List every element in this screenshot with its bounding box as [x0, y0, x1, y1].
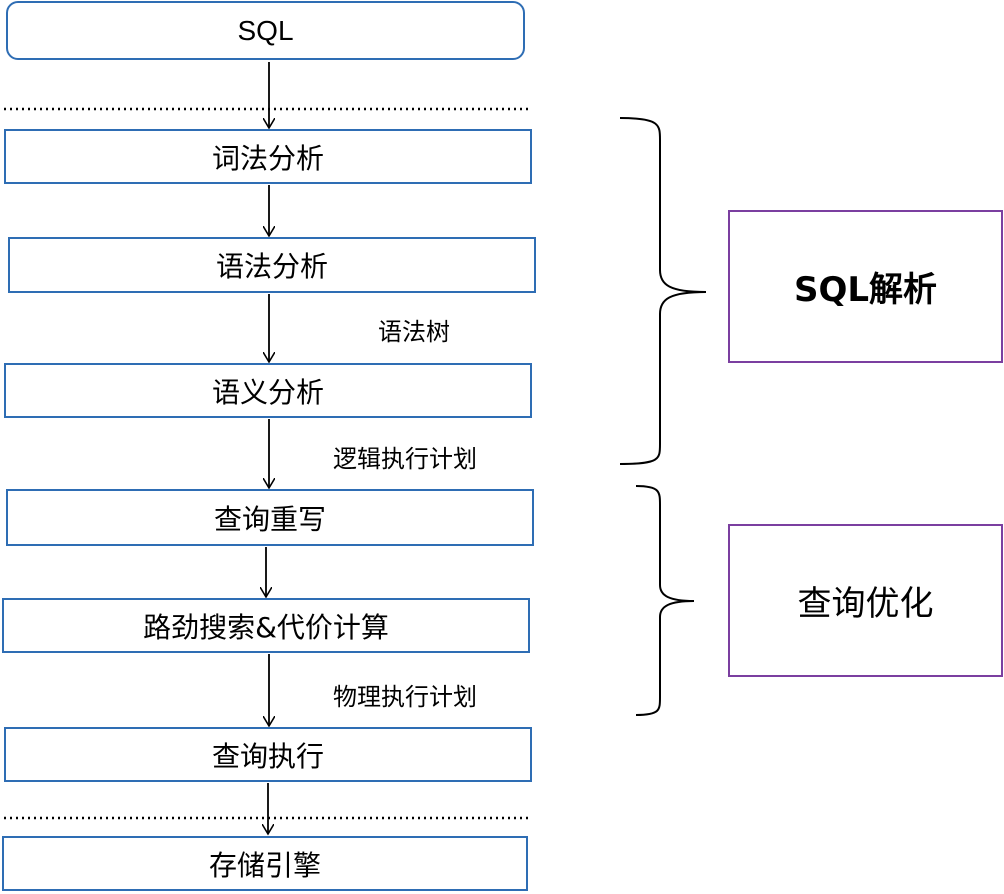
query-rewrite-box: 查询重写	[6, 489, 534, 546]
query-execute-label: 查询执行	[211, 739, 324, 773]
path-search-label: 路劲搜索&代价计算	[143, 610, 389, 644]
sql-input-box: SQL	[6, 1, 525, 60]
path-search-box: 路劲搜索&代价计算	[2, 598, 530, 653]
optimize-brace	[635, 485, 695, 716]
parse-brace	[619, 117, 707, 465]
syntax-analysis-label: 语法分析	[215, 250, 328, 283]
sql-parse-group-label: SQL解析	[793, 270, 938, 310]
logical-plan-label: 逻辑执行计划	[333, 445, 477, 473]
semantic-analysis-box: 语义分析	[4, 363, 532, 418]
syntax-tree-label: 语法树	[378, 318, 450, 346]
storage-engine-label: 存储引擎	[208, 848, 321, 882]
lexical-analysis-box: 词法分析	[4, 129, 532, 184]
sql-parse-group-box: SQL解析	[728, 210, 1003, 363]
query-optimize-group-label: 查询优化	[797, 584, 934, 624]
storage-engine-box: 存储引擎	[2, 836, 528, 891]
query-rewrite-label: 查询重写	[213, 502, 326, 536]
query-execute-box: 查询执行	[4, 727, 532, 782]
physical-plan-label: 物理执行计划	[333, 683, 477, 711]
syntax-analysis-box: 语法分析	[8, 237, 536, 293]
sql-label: SQL	[237, 14, 294, 46]
lexical-analysis-label: 词法分析	[211, 141, 324, 175]
semantic-analysis-label: 语义分析	[211, 375, 324, 409]
query-optimize-group-box: 查询优化	[728, 524, 1003, 677]
